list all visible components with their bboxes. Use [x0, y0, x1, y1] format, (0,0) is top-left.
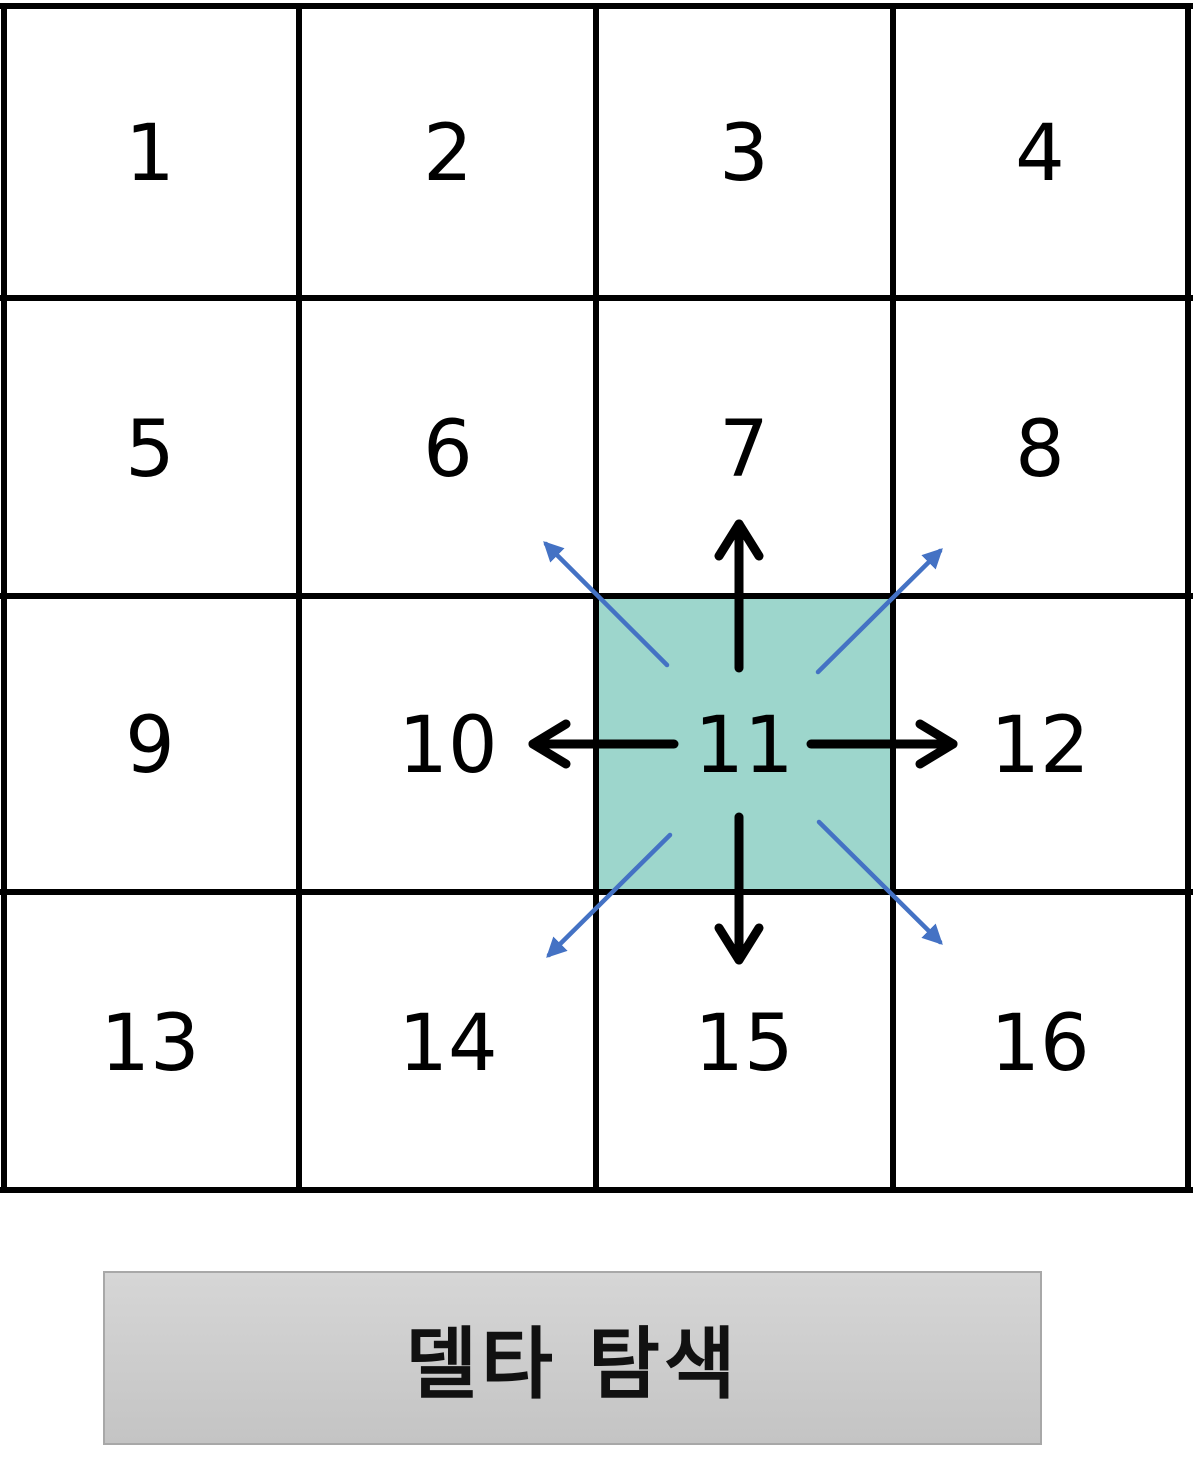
cell-label-10: 10: [398, 701, 497, 791]
cell-label-7: 7: [719, 405, 769, 495]
arrow-diag-to-14: [546, 832, 673, 958]
arrow-up-to-7: [714, 519, 764, 673]
cell-label-13: 13: [100, 999, 199, 1089]
cell-label-16: 16: [990, 999, 1089, 1089]
cell-label-6: 6: [423, 405, 473, 495]
cell-label-3: 3: [719, 109, 769, 199]
cell-label-9: 9: [125, 701, 175, 791]
arrow-diag-to-16: [816, 819, 943, 945]
caption-label: 델타 탐색: [405, 1320, 740, 1410]
arrow-diag-to-8: [815, 548, 943, 675]
arrow-right-to-12: [806, 719, 958, 769]
caption-box: 델타 탐색: [103, 1271, 1042, 1445]
cell-label-12: 12: [990, 701, 1089, 791]
cell-label-5: 5: [125, 405, 175, 495]
cell-label-8: 8: [1015, 405, 1065, 495]
cell-label-1: 1: [125, 109, 175, 199]
arrow-left-to-10: [528, 719, 679, 769]
cell-label-15: 15: [694, 999, 793, 1089]
delta-search-diagram: 1 2 3 4 5 6 7 8 9 10 11 12 13 14 15 16: [0, 3, 1193, 1193]
cell-label-2: 2: [423, 109, 473, 199]
cell-label-14: 14: [398, 999, 497, 1089]
cell-label-11: 11: [694, 701, 793, 791]
diagonal-arrows: [543, 541, 943, 958]
arrow-down-to-15: [714, 812, 764, 965]
orthogonal-arrows: [528, 519, 958, 965]
cell-label-4: 4: [1015, 109, 1065, 199]
cell-labels: 1 2 3 4 5 6 7 8 9 10 11 12 13 14 15 16: [100, 109, 1089, 1089]
arrow-diag-to-6: [543, 541, 670, 668]
